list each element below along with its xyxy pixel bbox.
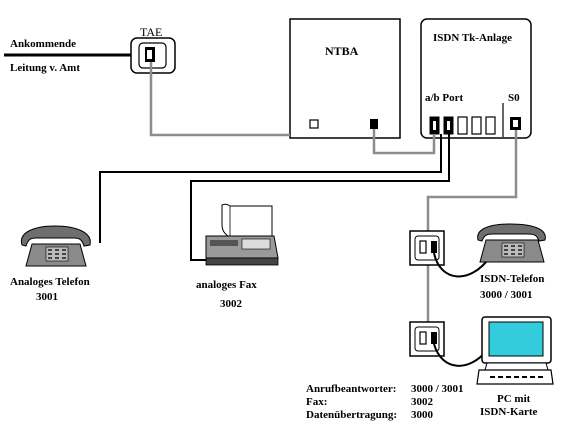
ab-port-label: a/b Port xyxy=(425,92,464,104)
incoming-line-label-1: Ankommende xyxy=(10,38,76,50)
pc-label-1: PC mit xyxy=(497,393,531,405)
legend-label-1: Fax: xyxy=(306,396,327,408)
incoming-line-label-2: Leitung v. Amt xyxy=(10,62,80,74)
s0-label: S0 xyxy=(508,92,520,104)
tk-anlage-box xyxy=(420,18,532,139)
analog-phone-label-1: Analoges Telefon xyxy=(10,276,90,288)
tk-anlage-label: ISDN Tk-Anlage xyxy=(433,32,512,44)
tae-socket-icon xyxy=(130,37,176,74)
analog-phone-icon xyxy=(20,225,91,267)
isdn-phone-label-1: ISDN-Telefon xyxy=(480,273,544,285)
fax-label-2: 3002 xyxy=(220,298,243,310)
tae-label: TAE xyxy=(140,25,162,39)
legend-label-0: Anrufbeantworter: xyxy=(306,383,396,395)
legend-value-2: 3000 xyxy=(411,409,434,421)
fax-label-1: analoges Fax xyxy=(196,279,257,291)
analog-phone-label-2: 3001 xyxy=(36,291,58,303)
pc-icon xyxy=(476,316,554,385)
legend-label-2: Datenübertragung: xyxy=(306,409,397,421)
isdn-phone-cord xyxy=(433,252,491,278)
legend-value-0: 3000 / 3001 xyxy=(411,383,464,395)
isdn-socket-icon xyxy=(409,230,445,266)
black-lines xyxy=(99,134,450,261)
legend-value-1: 3002 xyxy=(411,396,434,408)
fax-icon xyxy=(205,203,279,266)
isdn-phone-label-2: 3000 / 3001 xyxy=(480,289,533,301)
ntba-box xyxy=(289,18,401,139)
isdn-phone-icon xyxy=(477,223,546,263)
isdn-socket-icon xyxy=(409,321,445,357)
gray-lines xyxy=(149,62,518,322)
pc-label-2: ISDN-Karte xyxy=(480,406,538,418)
ntba-label: NTBA xyxy=(325,44,359,58)
